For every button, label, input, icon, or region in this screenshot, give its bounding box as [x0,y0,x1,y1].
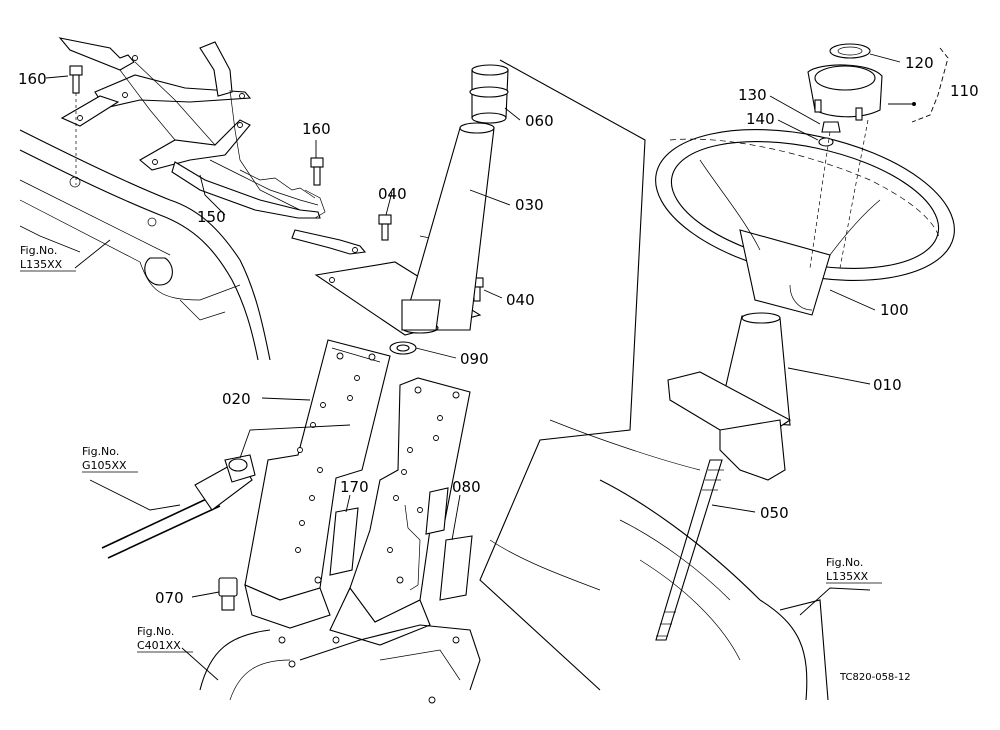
bolt-160-left [69,65,83,94]
fig-ref-title: Fig.No. [82,445,119,458]
drawing-code: TC820-058-12 [839,672,911,683]
fig-ref-code: L135XX [20,258,63,271]
pad-080 [439,535,473,601]
label-100: 100 [880,301,909,319]
column-cover-010 [667,312,792,481]
label-060: 060 [525,112,554,130]
pad-080-inner [425,487,449,535]
washer-090 [389,341,417,355]
label-010: 010 [873,376,902,394]
label-110: 110 [950,82,979,100]
collar-060 [469,64,509,124]
label-070: 070 [155,589,184,607]
nut-130 [821,121,841,133]
washer-140 [818,137,834,147]
steering-wheel-100 [655,129,955,316]
label-170: 170 [340,478,369,496]
fig-ref-l135-right: Fig.No. L135XX [826,556,882,584]
label-090: 090 [460,350,489,368]
fig-ref-title: Fig.No. [137,625,174,638]
label-050: 050 [760,504,789,522]
fig-ref-title: Fig.No. [826,556,863,569]
gearbox-bottom [199,624,481,704]
part-labels: 160 160 150 040 030 060 040 090 020 170 … [18,54,979,607]
bolt-160-right [310,157,324,186]
pad-170 [329,507,359,576]
label-140: 140 [746,110,775,128]
label-020: 020 [222,390,251,408]
column-tube-030 [401,122,495,334]
bolt-070 [218,577,238,611]
stand-plate-020-left [244,339,391,644]
label-150: 150 [197,208,226,226]
label-040-top: 040 [378,185,407,203]
label-040-right: 040 [506,291,535,309]
label-160-right: 160 [302,120,331,138]
fig-ref-l135-left: Fig.No. L135XX [20,244,76,272]
label-080: 080 [452,478,481,496]
steering-shaft-050 [655,459,724,641]
label-030: 030 [515,196,544,214]
fig-ref-title: Fig.No. [20,244,57,257]
leader-lines [45,53,912,681]
fig-ref-code: L135XX [826,570,869,583]
horn-pad-110 [807,64,883,121]
label-160-left: 160 [18,70,47,88]
universal-joint [101,424,351,559]
fig-ref-code: G105XX [82,459,127,472]
fig-ref-code: C401XX [137,639,181,652]
label-130: 130 [738,86,767,104]
tractor-frame-left [19,129,271,361]
emblem-120 [829,43,871,59]
fig-ref-c401: Fig.No. C401XX [137,625,193,653]
bolt-040-top [378,214,392,241]
stand-plate-020-right [329,377,471,646]
bracket-assembly-150 [58,37,367,255]
fig-ref-g105: Fig.No. G105XX [82,445,138,473]
tractor-body-right [489,419,829,701]
label-120: 120 [905,54,934,72]
